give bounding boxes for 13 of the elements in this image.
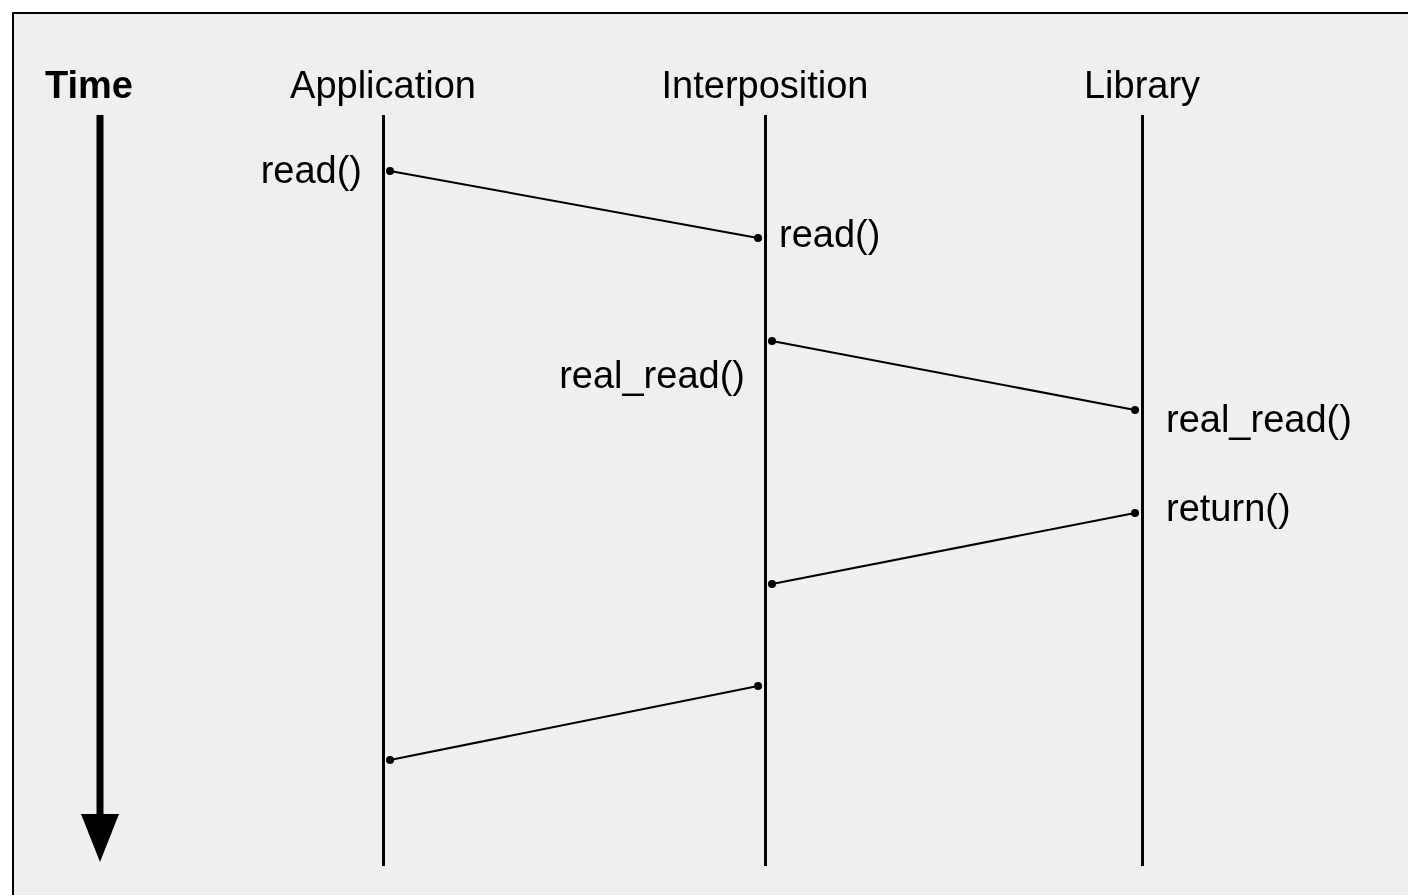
message-line bbox=[768, 337, 1139, 414]
lifeline-label: Library bbox=[1083, 63, 1201, 108]
lifeline-label: Application bbox=[290, 63, 476, 108]
call-label: real_read() bbox=[559, 353, 745, 397]
call-label: return() bbox=[1166, 486, 1291, 530]
call-label: read() bbox=[779, 212, 881, 256]
lifeline-label: Interposition bbox=[661, 63, 869, 108]
message-line bbox=[386, 167, 762, 242]
message-line bbox=[768, 509, 1139, 588]
call-label: real_read() bbox=[1166, 397, 1352, 441]
message-line bbox=[386, 682, 762, 764]
call-label: read() bbox=[260, 148, 362, 192]
axis-label: Time bbox=[45, 63, 133, 107]
